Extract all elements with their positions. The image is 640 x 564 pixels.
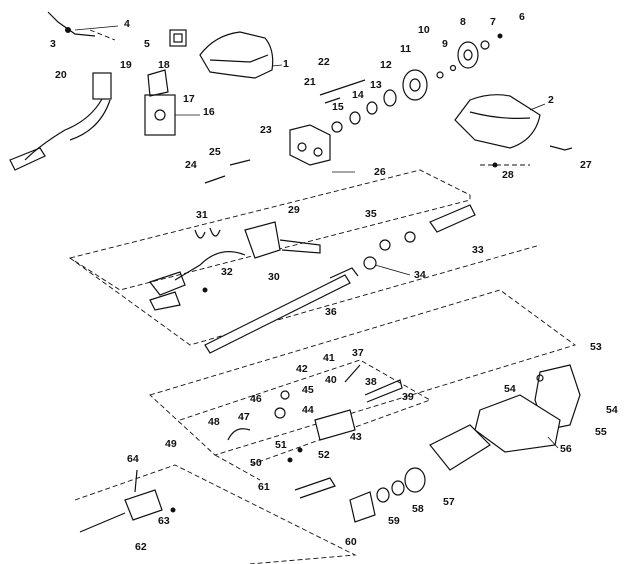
callout-11: 11	[400, 43, 411, 55]
callout-53: 53	[590, 341, 602, 353]
callout-59: 59	[388, 515, 400, 527]
callout-33: 33	[472, 244, 484, 256]
callout-58: 58	[412, 503, 424, 515]
callout-6: 6	[519, 11, 525, 23]
callout-45: 45	[302, 384, 314, 396]
part-29-32-switch-and-harness	[149, 221, 321, 311]
part-21-23-lock-housing	[289, 79, 366, 166]
part-3-4-turn-signal-lever	[47, 11, 119, 37]
callout-24: 24	[185, 159, 197, 171]
part-16-20-switch-assembly	[9, 69, 200, 171]
callout-13: 13	[370, 79, 382, 91]
callout-57: 57	[443, 496, 455, 508]
callout-64: 64	[127, 453, 139, 465]
callout-29: 29	[288, 204, 300, 216]
callout-50: 50	[250, 457, 262, 469]
callout-38: 38	[365, 376, 377, 388]
callout-32: 32	[221, 266, 233, 278]
part-57-61-bearing-sleeve	[294, 467, 426, 523]
callout-48: 48	[208, 416, 220, 428]
callout-14: 14	[352, 89, 364, 101]
callout-62: 62	[135, 541, 147, 553]
callout-41: 41	[323, 352, 335, 364]
callout-15: 15	[332, 101, 344, 113]
callout-54: 54	[606, 404, 618, 416]
callout-42: 42	[296, 363, 308, 375]
part-36-steering-shaft	[204, 267, 359, 354]
callout-19: 19	[120, 59, 132, 71]
callout-39: 39	[402, 391, 414, 403]
callout-49: 49	[165, 438, 177, 450]
callout-23: 23	[260, 124, 272, 136]
callout-22: 22	[318, 56, 330, 68]
callout-37: 37	[352, 347, 364, 359]
callout-9: 9	[442, 38, 448, 50]
callout-63: 63	[158, 515, 170, 527]
callout-51: 51	[275, 439, 287, 451]
callout-18: 18	[158, 59, 170, 71]
callout-43: 43	[350, 431, 362, 443]
part-53-56-column-housing	[429, 364, 581, 471]
callout-34: 34	[414, 269, 426, 281]
callout-35: 35	[365, 208, 377, 220]
part-24-28-pins-and-screws	[204, 145, 573, 184]
part-33-35-shaft-bearing	[363, 204, 476, 276]
callout-36: 36	[325, 306, 337, 318]
part-6-15-lock-plate-stack	[331, 33, 503, 133]
callout-2: 2	[548, 94, 554, 106]
callout-5: 5	[144, 38, 150, 50]
callout-40: 40	[325, 374, 337, 386]
callout-44: 44	[302, 404, 314, 416]
callout-61: 61	[258, 481, 270, 493]
callout-30: 30	[268, 271, 280, 283]
callout-17: 17	[183, 93, 195, 105]
part-37-52-tilt-components	[227, 364, 403, 463]
callout-46: 46	[250, 393, 262, 405]
part-2-lower-cover	[454, 94, 546, 149]
callout-12: 12	[380, 59, 392, 71]
callout-52: 52	[318, 449, 330, 461]
part-62-64-intermediate-shaft	[79, 469, 176, 533]
callout-25: 25	[209, 146, 221, 158]
callout-4: 4	[124, 18, 130, 30]
part-1-upper-cover	[199, 31, 283, 79]
callout-3: 3	[50, 38, 56, 50]
callout-28: 28	[502, 169, 514, 181]
callout-20: 20	[55, 69, 67, 81]
callout-labels: 1234567891011121314151617181920212223242…	[50, 11, 618, 553]
grouping-outlines	[68, 29, 576, 564]
callout-54: 54	[504, 383, 516, 395]
callout-8: 8	[460, 16, 466, 28]
callout-60: 60	[345, 536, 357, 548]
callout-55: 55	[595, 426, 607, 438]
callout-16: 16	[203, 106, 215, 118]
part-5-switch-body	[169, 29, 187, 47]
callout-26: 26	[374, 166, 386, 178]
callout-21: 21	[304, 76, 316, 88]
callout-27: 27	[580, 159, 592, 171]
callout-1: 1	[283, 58, 289, 70]
callout-47: 47	[238, 411, 250, 423]
callout-7: 7	[490, 16, 496, 28]
callout-10: 10	[418, 24, 430, 36]
callout-31: 31	[196, 209, 208, 221]
callout-56: 56	[560, 443, 572, 455]
